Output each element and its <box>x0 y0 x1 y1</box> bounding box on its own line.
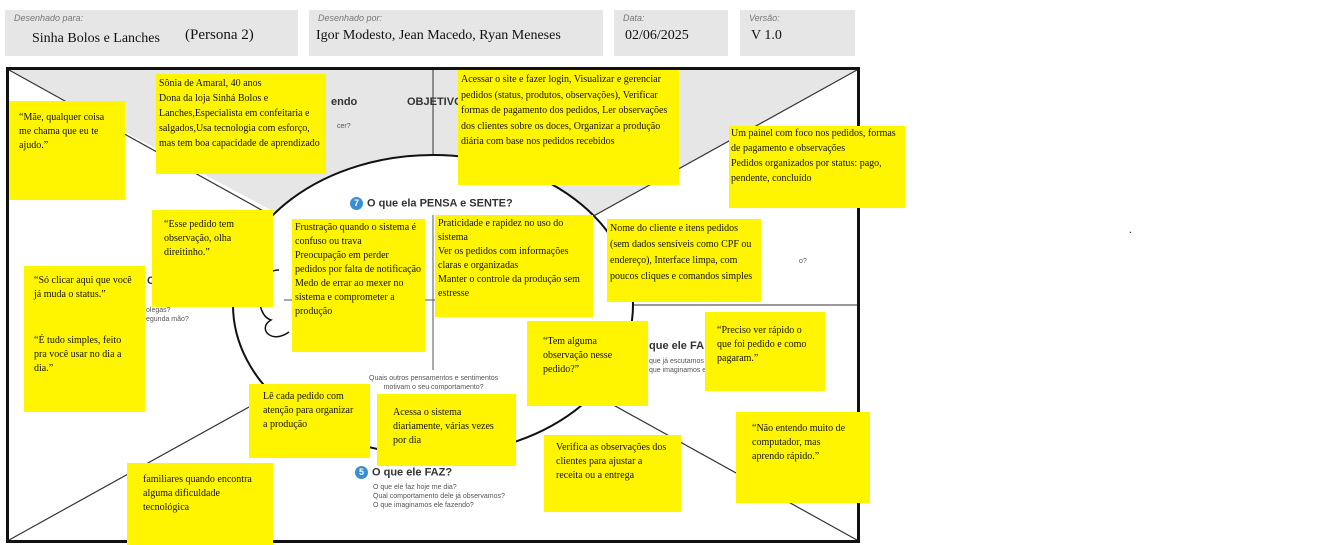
sticky-note-panel: Um painel com foco nos pedidos, formas d… <box>729 126 905 208</box>
does-label: O que ele FAZ? <box>372 466 453 479</box>
sticky-note-praticidade[interactable]: Praticidade e rapidez no uso do sistema … <box>435 215 593 317</box>
version-value: V 1.0 <box>751 28 782 43</box>
number-badge-7: 7 <box>350 197 363 210</box>
persona-label: (Persona 2) <box>185 27 254 43</box>
sticky-note-acessa[interactable]: Acessa o sistema diariamente, várias vez… <box>377 394 516 466</box>
left-section-subtitle: olegas? egunda mão? <box>146 307 189 323</box>
sticky-note-objective[interactable]: Acessar o site e fazer login, Visualizar… <box>458 70 679 185</box>
designed-by-value: Igor Modesto, Jean Macedo, Ryan Meneses <box>316 28 561 43</box>
think-feel-subtitle: Quais outros pensamentos e sentimentos m… <box>369 375 499 391</box>
top-left-subtitle: cer? <box>337 123 351 130</box>
date-value: 02/06/2025 <box>625 28 689 43</box>
date-label: Data: <box>623 13 645 23</box>
right-section-title: que ele FA <box>649 340 705 352</box>
header-date: Data: 02/06/2025 <box>614 10 728 56</box>
sticky-note-le[interactable]: Lê cada pedido com atenção para organiza… <box>249 384 370 458</box>
empathy-map-canvas: Desenhado para: Sinha Bolos e Lanches (P… <box>5 10 870 545</box>
designed-by-label: Desenhado por: <box>318 13 383 23</box>
does-subtitle: O que ele faz hoje me dia? Qual comporta… <box>373 484 505 509</box>
header-designed-for: Desenhado para: Sinha Bolos e Lanches (P… <box>5 10 298 56</box>
panel-note-text: Um painel com foco nos pedidos, formas d… <box>731 128 896 184</box>
sticky-note-nome[interactable]: Nome do cliente e itens pedidos (sem dad… <box>607 219 761 302</box>
sticky-note-pedido[interactable]: “Esse pedido tem observação, olha direit… <box>152 210 273 307</box>
sticky-note-nao[interactable]: “Não entendo muito de computador, mas ap… <box>736 412 870 503</box>
right-top-subtitle: o? <box>799 258 807 265</box>
think-feel-title: 7 O que ela PENSA e SENTE? <box>350 197 513 210</box>
header-version: Versão: V 1.0 <box>740 10 855 56</box>
number-badge-5: 5 <box>355 466 368 479</box>
left-section-title: C <box>147 275 155 287</box>
sticky-note-persona[interactable]: Sônia de Amaral, 40 anos Dona da loja Si… <box>156 74 326 174</box>
objective-title: OBJETIVO <box>407 96 463 108</box>
version-label: Versão: <box>749 13 780 23</box>
designed-for-value: Sinha Bolos e Lanches <box>32 31 160 46</box>
stray-mark: . <box>1129 222 1132 236</box>
sticky-note-frustracao[interactable]: Frustração quando o sistema é confuso ou… <box>292 219 425 352</box>
think-feel-label: O que ela PENSA e SENTE? <box>367 197 513 210</box>
designed-for-label: Desenhado para: <box>14 13 84 23</box>
sticky-note-familiares[interactable]: familiares quando encontra alguma dificu… <box>127 463 273 545</box>
sticky-note-tem[interactable]: “Tem alguma observação nesse pedido?” <box>527 321 648 406</box>
top-left-title: endo <box>331 96 358 108</box>
sticky-note-simples[interactable]: “É tudo simples, feito pra você usar no … <box>24 320 145 412</box>
sticky-note-verifica[interactable]: Verifica as observações dos clientes par… <box>544 435 681 512</box>
sticky-note-mae[interactable]: “Mãe, qualquer coisa me chama que eu te … <box>9 101 125 200</box>
sticky-note-preciso[interactable]: “Preciso ver rápido o que foi pedido e c… <box>705 312 825 391</box>
right-section-subtitle: que já escutamos e que imaginamos el <box>649 358 710 374</box>
header-designed-by: Desenhado por: Igor Modesto, Jean Macedo… <box>309 10 603 56</box>
does-title: 5 O que ele FAZ? <box>355 466 452 479</box>
